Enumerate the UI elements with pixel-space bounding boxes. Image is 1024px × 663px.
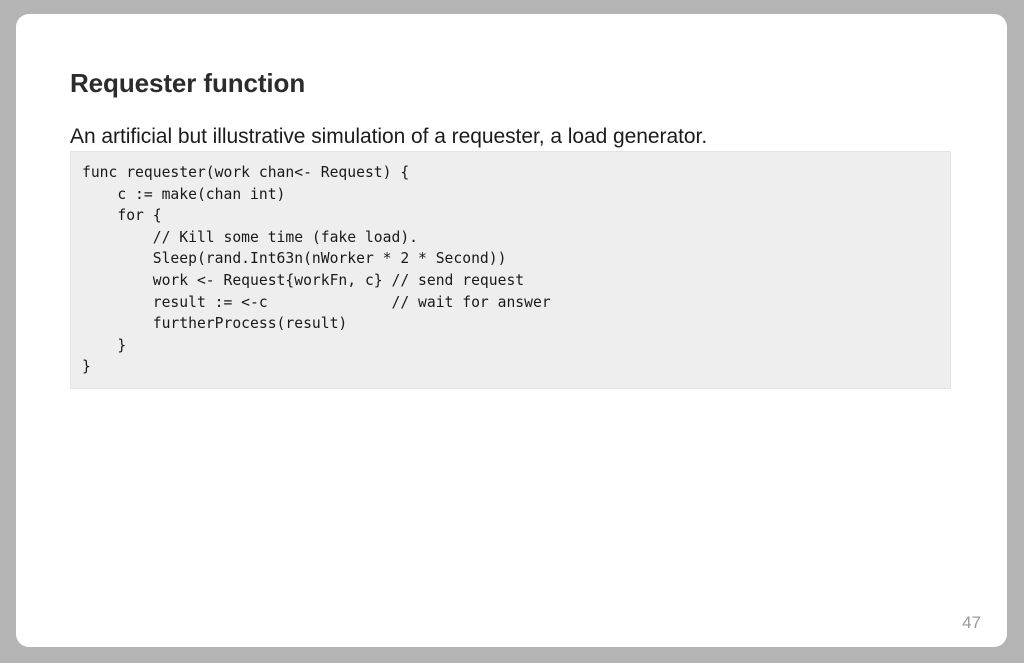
page-title: Requester function [70,68,306,99]
code-block: func requester(work chan<- Request) { c … [70,151,951,389]
slide-subtitle: An artificial but illustrative simulatio… [70,125,708,148]
page-number: 47 [962,613,981,632]
presentation-slide: Requester function An artificial but ill… [16,14,1007,647]
code-listing: func requester(work chan<- Request) { c … [82,164,551,376]
